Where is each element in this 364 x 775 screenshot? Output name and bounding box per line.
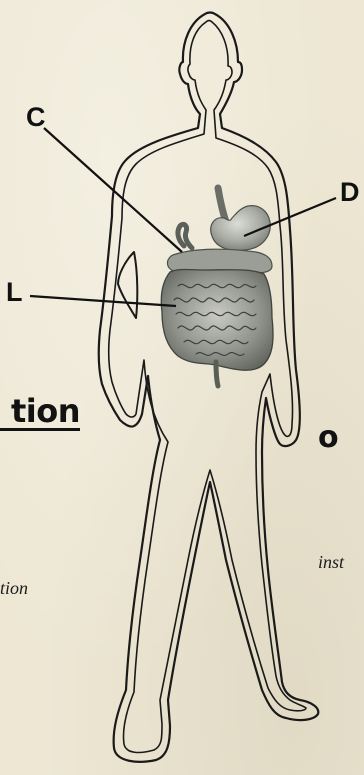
leader-line-c	[44, 128, 182, 252]
body-outline-outer	[99, 13, 319, 762]
left-hand-outline	[118, 252, 137, 318]
esophagus	[218, 188, 226, 222]
rectum	[216, 362, 218, 386]
intestines	[161, 270, 273, 371]
label-d: D	[340, 177, 360, 208]
digestive-organs	[161, 188, 273, 386]
italic-fragment-left: tion	[0, 578, 28, 599]
heading-fragment-right: o	[318, 420, 339, 455]
duodenum	[178, 224, 192, 248]
label-c: C	[26, 102, 46, 133]
body-silhouette	[99, 13, 319, 762]
heading-fragment-left: tion	[0, 394, 80, 431]
label-l: L	[6, 277, 23, 308]
italic-fragment-right: inst	[318, 552, 344, 573]
